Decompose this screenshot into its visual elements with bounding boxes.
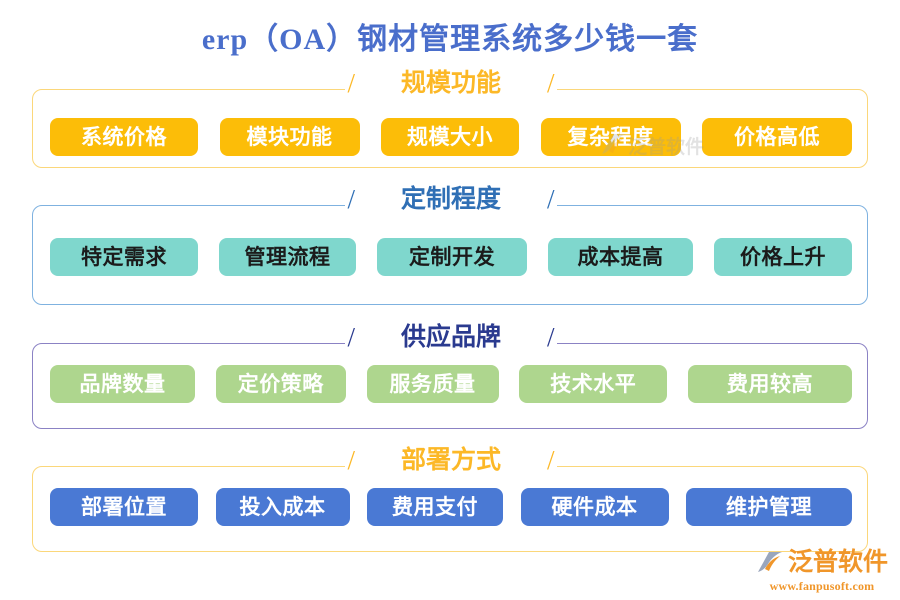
pill-item[interactable]: 费用较高 <box>688 365 852 403</box>
brand-name: 泛普软件 <box>787 549 888 576</box>
pill-item[interactable]: 部署位置 <box>50 488 198 526</box>
pill-item[interactable]: 技术水平 <box>519 365 668 403</box>
pill-item[interactable]: 特定需求 <box>50 238 198 276</box>
slash-decor-right-icon: / <box>545 183 557 215</box>
header-gap-left <box>356 322 375 354</box>
section-title-deployment-method: 部署方式 <box>374 445 527 477</box>
pill-row-customization-degree: 特定需求 管理流程 定制开发 成本提高 价格上升 <box>33 238 869 276</box>
slash-decor-left-icon: / <box>345 67 357 99</box>
pill-item[interactable]: 价格高低 <box>702 118 852 156</box>
slash-decor-right-icon: / <box>545 67 557 99</box>
pill-row-deployment-method: 部署位置 投入成本 费用支付 硬件成本 维护管理 <box>33 488 869 526</box>
slash-decor-left-icon: / <box>345 321 357 353</box>
section-supply-brand: / 供应品牌 / 品牌数量 定价策略 服务质量 技术水平 费用较高 <box>32 321 869 429</box>
pill-item[interactable]: 投入成本 <box>215 488 350 526</box>
pill-row-scale-function: 系统价格 模块功能 规模大小 复杂程度 价格高低 <box>33 118 869 156</box>
section-title-customization-degree: 定制程度 <box>374 184 527 216</box>
section-scale-function: / 规模功能 / 系统价格 模块功能 规模大小 复杂程度 价格高低 <box>32 67 869 168</box>
section-title-supply-brand: 供应品牌 <box>374 322 527 354</box>
pill-item[interactable]: 定价策略 <box>215 365 346 403</box>
pill-item[interactable]: 费用支付 <box>367 488 503 526</box>
header-gap-right <box>527 184 545 216</box>
pill-item[interactable]: 管理流程 <box>219 238 356 276</box>
header-gap-left <box>356 184 375 216</box>
pill-item[interactable]: 成本提高 <box>548 238 693 276</box>
brand-logo: 泛普软件 www.fanpusoft.com <box>752 548 892 594</box>
header-gap-right <box>527 68 545 100</box>
section-deployment-method: / 部署方式 / 部署位置 投入成本 费用支付 硬件成本 维护管理 <box>32 444 869 552</box>
header-gap-right <box>527 322 545 354</box>
slash-decor-right-icon: / <box>545 444 557 476</box>
pill-item[interactable]: 定制开发 <box>377 238 527 276</box>
slash-decor-left-icon: / <box>345 444 357 476</box>
section-header-supply-brand: / 供应品牌 / <box>33 321 869 354</box>
pill-item[interactable]: 品牌数量 <box>50 365 195 403</box>
pill-item[interactable]: 价格上升 <box>714 238 852 276</box>
fanpu-swoosh-logo-icon <box>757 552 782 572</box>
section-header-deployment-method: / 部署方式 / <box>33 444 869 477</box>
slash-decor-left-icon: / <box>345 183 357 215</box>
section-customization-degree: / 定制程度 / 特定需求 管理流程 定制开发 成本提高 价格上升 <box>32 183 869 305</box>
header-gap-left <box>356 445 375 477</box>
brand-url: www.fanpusoft.com <box>769 579 875 593</box>
pill-item[interactable]: 模块功能 <box>219 118 360 156</box>
header-gap-left <box>356 68 375 100</box>
page-title: erp（OA）钢材管理系统多少钱一套 <box>201 23 699 56</box>
pill-item[interactable]: 硬件成本 <box>520 488 669 526</box>
pill-row-supply-brand: 品牌数量 定价策略 服务质量 技术水平 费用较高 <box>33 365 869 403</box>
section-header-customization-degree: / 定制程度 / <box>33 183 869 216</box>
section-title-scale-function: 规模功能 <box>374 68 527 100</box>
pill-item[interactable]: 服务质量 <box>366 365 499 403</box>
brand-logo-row: 泛普软件 <box>756 548 888 578</box>
header-gap-right <box>527 445 545 477</box>
pill-item[interactable]: 复杂程度 <box>540 118 681 156</box>
pill-item[interactable]: 规模大小 <box>381 118 519 156</box>
pill-item[interactable]: 维护管理 <box>686 488 852 526</box>
pill-item[interactable]: 系统价格 <box>50 118 198 156</box>
section-header-scale-function: / 规模功能 / <box>33 67 869 100</box>
slash-decor-right-icon: / <box>545 321 557 353</box>
